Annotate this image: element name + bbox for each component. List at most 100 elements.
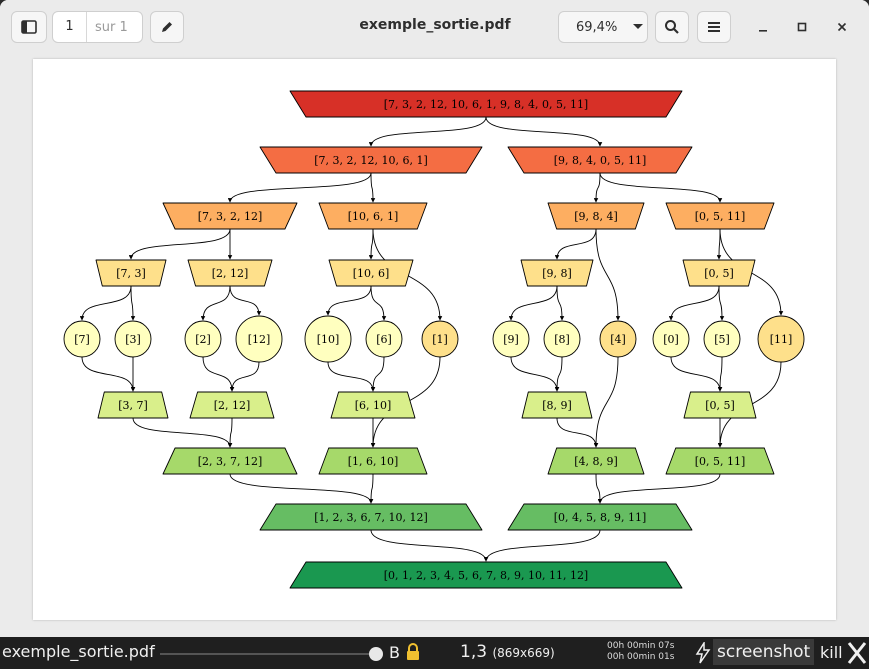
node-c10: [10] xyxy=(304,315,352,363)
edge-m89-m489 xyxy=(556,417,599,448)
kill-button[interactable]: kill xyxy=(820,643,843,662)
node-c9: [9] xyxy=(492,320,530,358)
pencil-icon xyxy=(162,22,172,32)
node-shape xyxy=(289,561,683,589)
edge-a98-c8 xyxy=(556,285,565,321)
cursor-position: 1,3 (869x669) xyxy=(460,642,555,662)
edge-c6-m610 xyxy=(370,356,385,392)
edge-m1610-mL xyxy=(368,473,374,504)
node-a212: [2, 12] xyxy=(187,259,273,287)
edge-R-RR xyxy=(599,172,723,203)
node-shape xyxy=(318,447,428,475)
main-menu-button[interactable] xyxy=(697,11,731,43)
node-shape xyxy=(543,320,581,358)
zoom-selector[interactable]: 69,4% xyxy=(558,11,648,43)
x-close-icon[interactable] xyxy=(847,641,867,665)
chevron-down-icon xyxy=(633,24,643,29)
node-label: [7, 3] xyxy=(116,267,146,280)
node-shape xyxy=(599,320,637,358)
edge-a212-c12 xyxy=(229,285,262,316)
node-c4: [4] xyxy=(599,320,637,358)
lightning-icon xyxy=(695,642,711,664)
edge-LR-a106 xyxy=(368,228,374,260)
node-shape xyxy=(304,315,352,363)
annotate-button[interactable] xyxy=(150,11,184,43)
node-shape xyxy=(235,315,283,363)
node-m1610: [1, 6, 10] xyxy=(318,447,428,475)
node-label: [9, 8, 4, 0, 5, 11] xyxy=(554,154,647,167)
sidebar-toggle-button[interactable] xyxy=(11,11,47,43)
close-icon xyxy=(837,22,847,32)
screenshot-button[interactable]: screenshot xyxy=(713,639,815,665)
taskbar-window-title: exemple_sortie.pdf xyxy=(2,642,155,661)
node-L: [7, 3, 2, 12, 10, 6, 1] xyxy=(259,146,483,174)
node-label: [8] xyxy=(554,333,570,346)
node-a98: [9, 8] xyxy=(520,259,594,287)
pdf-page: [7, 3, 2, 12, 10, 6, 1, 9, 8, 4, 0, 5, 1… xyxy=(33,59,836,620)
node-label: [6] xyxy=(376,333,392,346)
node-shape xyxy=(189,391,275,419)
document-area[interactable]: [7, 3, 2, 12, 10, 6, 1, 9, 8, 4, 0, 5, 1… xyxy=(0,52,869,637)
node-label: [1, 2, 3, 6, 7, 10, 12] xyxy=(314,511,428,524)
node-shape xyxy=(683,391,757,419)
node-label: [12] xyxy=(248,333,271,346)
position-value: 1,3 xyxy=(460,642,488,662)
node-label: [3] xyxy=(125,333,141,346)
edge-c4-m489 xyxy=(593,356,619,448)
node-shape xyxy=(665,202,775,230)
node-label: [2] xyxy=(195,333,211,346)
status-dot-icon xyxy=(369,647,383,661)
node-label: [5] xyxy=(714,333,730,346)
edge-a05-c0 xyxy=(668,285,720,321)
node-shape xyxy=(703,320,741,358)
node-label: [1, 6, 10] xyxy=(348,455,399,468)
node-c8: [8] xyxy=(543,320,581,358)
edge-LL-a73 xyxy=(128,228,231,260)
node-shape xyxy=(665,447,775,475)
lock-icon xyxy=(407,643,419,660)
node-label: [0] xyxy=(663,333,679,346)
edge-c7-m37 xyxy=(81,356,136,392)
node-shape xyxy=(547,447,645,475)
node-label: [0, 5] xyxy=(705,399,735,412)
node-final: [0, 1, 2, 3, 4, 5, 6, 7, 8, 9, 10, 11, 1… xyxy=(289,561,683,589)
node-R: [9, 8, 4, 0, 5, 11] xyxy=(507,146,693,174)
node-shape xyxy=(507,146,693,174)
node-shape xyxy=(95,259,167,287)
node-label: [9, 8] xyxy=(542,267,572,280)
node-m37: [3, 7] xyxy=(97,391,169,419)
page-selector: 1 sur 1 xyxy=(52,11,143,43)
timer-2: 00h 00min 01s xyxy=(607,652,675,662)
edge-L-LR xyxy=(370,172,376,203)
minimize-button[interactable] xyxy=(752,16,774,38)
node-a05: [0, 5] xyxy=(682,259,756,287)
node-m0511: [0, 5, 11] xyxy=(665,447,775,475)
node-shape xyxy=(63,320,101,358)
edge-m0511-mR xyxy=(597,473,721,504)
edge-m489-mR xyxy=(595,473,603,504)
node-shape xyxy=(365,320,403,358)
sidebar-icon xyxy=(21,20,37,34)
node-shape xyxy=(507,503,693,531)
node-m23712: [2, 3, 7, 12] xyxy=(162,447,298,475)
maximize-button[interactable] xyxy=(791,16,813,38)
node-c0: [0] xyxy=(652,320,690,358)
node-root: [7, 3, 2, 12, 10, 6, 1, 9, 8, 4, 0, 5, 1… xyxy=(289,90,683,118)
edge-c5-m05 xyxy=(717,356,723,392)
edge-root-L xyxy=(368,116,487,147)
minimize-icon xyxy=(759,30,767,32)
node-shape xyxy=(421,320,459,358)
page-number-input[interactable]: 1 xyxy=(53,12,87,42)
search-button[interactable] xyxy=(655,11,689,43)
node-c2: [2] xyxy=(184,320,222,358)
close-button[interactable] xyxy=(831,16,853,38)
node-RR: [0, 5, 11] xyxy=(665,202,775,230)
node-mR: [0, 4, 5, 8, 9, 11] xyxy=(507,503,693,531)
edge-RL-c4 xyxy=(595,228,621,321)
edge-c0-m05 xyxy=(670,356,723,392)
node-a73: [7, 3] xyxy=(95,259,167,287)
node-label: [10] xyxy=(317,333,340,346)
node-label: [4] xyxy=(610,333,626,346)
node-shape xyxy=(318,202,428,230)
node-LL: [7, 3, 2, 12] xyxy=(162,202,298,230)
